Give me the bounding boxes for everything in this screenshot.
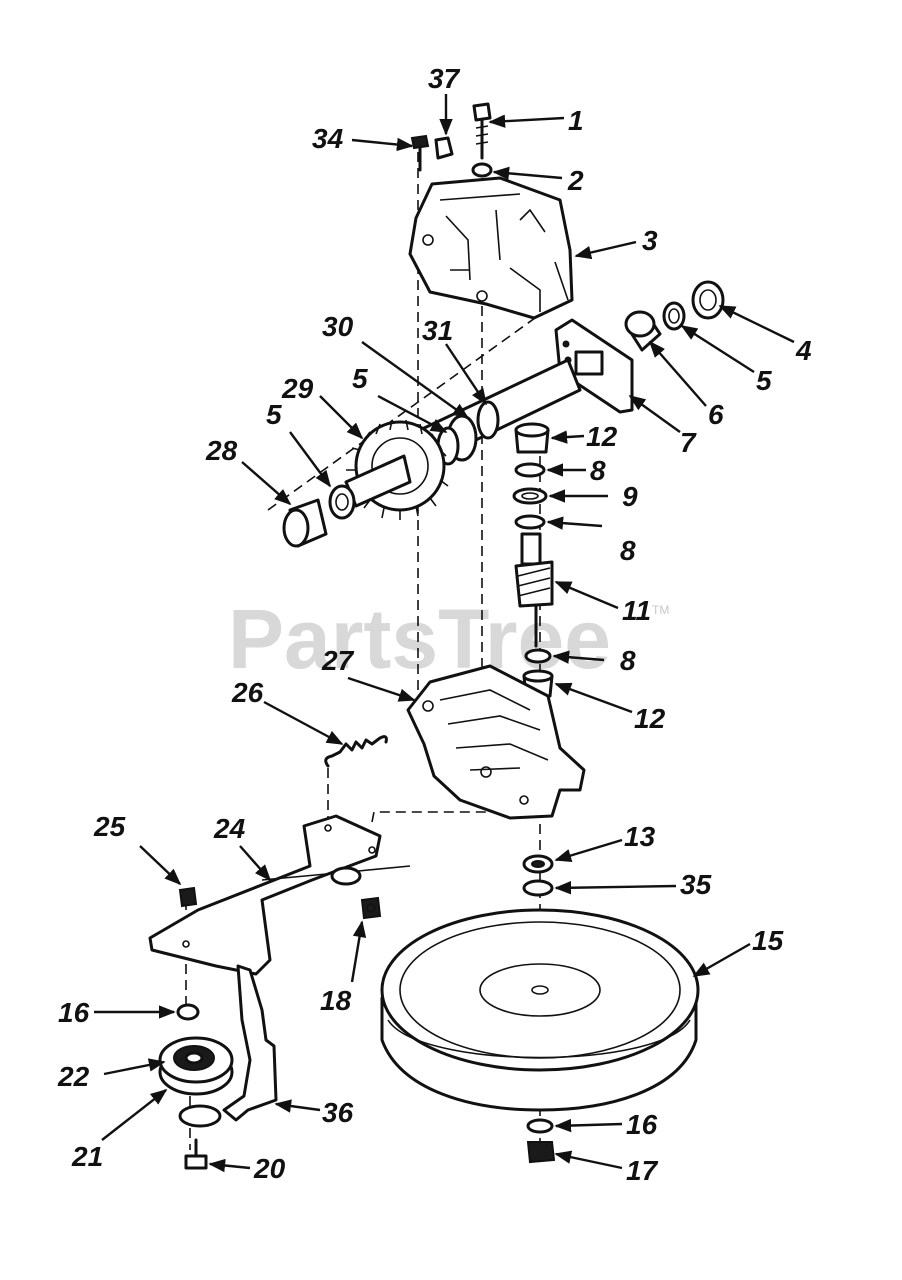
washer-part-8-middle	[514, 514, 546, 530]
washer-part-35	[522, 879, 554, 897]
callout-22: 22	[57, 1061, 90, 1092]
watermark-text: PartsTree	[228, 592, 611, 686]
washer-part-5-right	[662, 301, 686, 331]
plug-part-37	[434, 136, 454, 160]
shaft-gear-assembly-parts-29-30-31	[344, 358, 582, 520]
callout-35: 35	[680, 869, 712, 900]
bushing-part-28	[282, 498, 328, 548]
idler-arm-part-36	[222, 964, 278, 1122]
callout-5-center: 5	[352, 363, 368, 394]
callout-9: 9	[622, 481, 638, 512]
watermark-tm: TM	[652, 603, 669, 617]
bolt-part-1	[472, 102, 492, 160]
worm-shaft-part-11	[514, 532, 554, 648]
nut-part-18	[360, 896, 382, 920]
bracket-part-24	[148, 814, 411, 976]
callout-28: 28	[205, 435, 238, 466]
callout-12-upper: 12	[586, 421, 618, 452]
callout-labels: 37 1 34 2 3 4 5 6 7 30 31 5 29 5 28 12 8…	[57, 63, 812, 1186]
idler-pulley-part-21-22	[158, 1036, 234, 1096]
washer-part-16-left	[176, 1003, 200, 1021]
callout-8-middle: 8	[620, 535, 636, 566]
washer-part-8-upper	[514, 462, 546, 478]
callout-20: 20	[253, 1153, 286, 1184]
callout-24: 24	[213, 813, 246, 844]
callout-31: 31	[422, 315, 453, 346]
callout-5-right: 5	[756, 365, 772, 396]
callout-29: 29	[281, 373, 314, 404]
upper-gear-case-part-3	[408, 176, 574, 320]
callout-21: 21	[71, 1141, 103, 1172]
callout-5-left: 5	[266, 399, 282, 430]
callout-26: 26	[231, 677, 264, 708]
bolt-part-20	[178, 1104, 222, 1170]
callout-7: 7	[680, 427, 697, 458]
callout-27: 27	[321, 645, 355, 676]
callout-1: 1	[568, 105, 584, 136]
washer-part-16-right	[526, 1118, 554, 1134]
callout-12-lower: 12	[634, 703, 666, 734]
nut-part-17	[526, 1141, 556, 1164]
lower-gear-case-part-27	[406, 664, 586, 820]
callout-13: 13	[624, 821, 656, 852]
washer-part-2	[471, 162, 493, 178]
drive-pulley-part-15	[380, 908, 700, 1112]
callout-8-lower: 8	[620, 645, 636, 676]
callout-2: 2	[567, 165, 584, 196]
bushing-part-6	[624, 310, 662, 352]
leader-lines	[94, 94, 795, 1173]
callout-6: 6	[708, 399, 724, 430]
washer-part-5-left	[328, 484, 356, 520]
callout-3: 3	[642, 225, 658, 256]
callout-25: 25	[93, 811, 126, 842]
callout-11: 11	[622, 595, 651, 626]
callout-4: 4	[795, 335, 812, 366]
bushing-part-12-upper	[514, 422, 550, 454]
callout-15: 15	[752, 925, 784, 956]
screw-part-34	[410, 134, 430, 172]
spring-part-26	[324, 735, 388, 768]
bearing-part-13	[522, 854, 554, 874]
callout-16-left: 16	[58, 997, 90, 1028]
retaining-ring-part-4	[691, 280, 725, 320]
callout-34: 34	[312, 123, 344, 154]
callout-18: 18	[320, 985, 352, 1016]
callout-36: 36	[322, 1097, 354, 1128]
nut-part-25	[178, 886, 198, 908]
callout-30: 30	[322, 311, 354, 342]
bearing-part-9	[512, 487, 548, 505]
callout-16-right: 16	[626, 1109, 658, 1140]
callout-37: 37	[428, 63, 461, 94]
washer-part-8-lower	[524, 648, 552, 664]
callout-8-upper: 8	[590, 455, 606, 486]
callout-17: 17	[626, 1155, 659, 1186]
